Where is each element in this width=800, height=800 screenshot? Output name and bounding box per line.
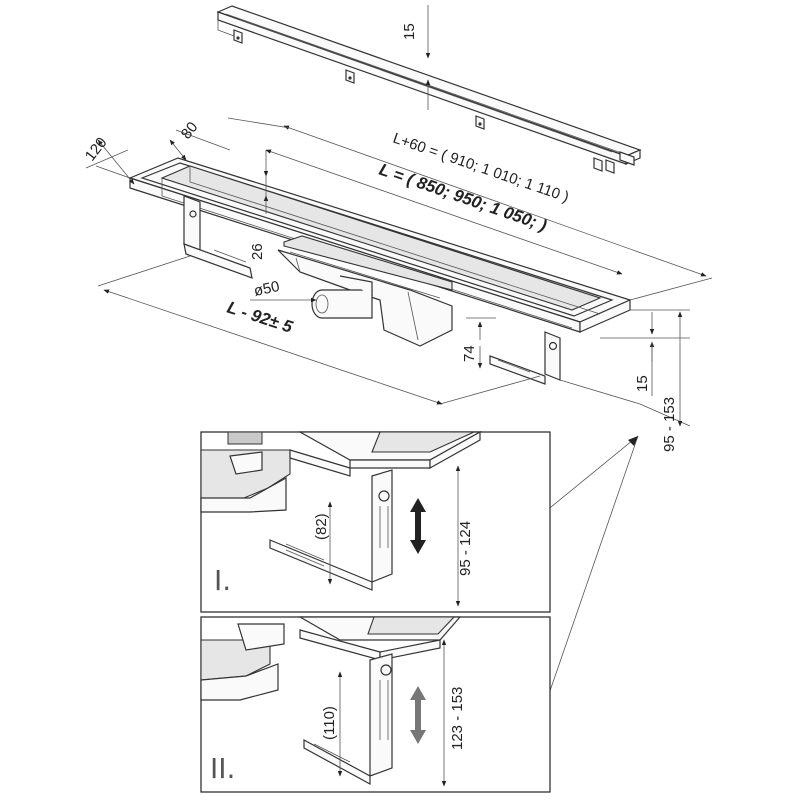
detail-one-panel: (82) 95 - 124 I.: [200, 430, 551, 613]
flange-height-label: 15: [634, 375, 651, 392]
detail-two-range-label: 123 - 153: [449, 687, 466, 750]
grate-height-label: 15: [401, 23, 418, 40]
detail-two-panel: (110) 123 - 153 II.: [200, 616, 551, 793]
depth-label: 26: [249, 243, 266, 260]
grate-height-dimension: 15: [401, 5, 431, 110]
detail-one-roman: I.: [214, 564, 231, 597]
outlet-height-label: 74: [461, 345, 478, 362]
inner-width-label: 80: [178, 119, 202, 143]
outlet-dimension: ø50: [250, 278, 317, 303]
total-height-label: 95 - 153: [661, 397, 678, 452]
outlet-diameter-label: ø50: [252, 278, 281, 300]
detail-two-roman: II.: [210, 752, 235, 785]
right-height-dimensions: 15 95 - 153: [559, 309, 691, 452]
body-length-label: L - 92± 5: [225, 298, 296, 337]
depth-dimension: 26: [249, 150, 269, 260]
detail-leaders: [539, 435, 639, 715]
detail-one-inner-label: (82): [313, 513, 330, 540]
detail-one-range-label: 95 - 124: [457, 521, 474, 576]
outlet-height-dimension: 74: [461, 317, 496, 369]
outer-width-label: 120: [82, 134, 111, 164]
detail-two-inner-label: (110): [321, 706, 338, 740]
